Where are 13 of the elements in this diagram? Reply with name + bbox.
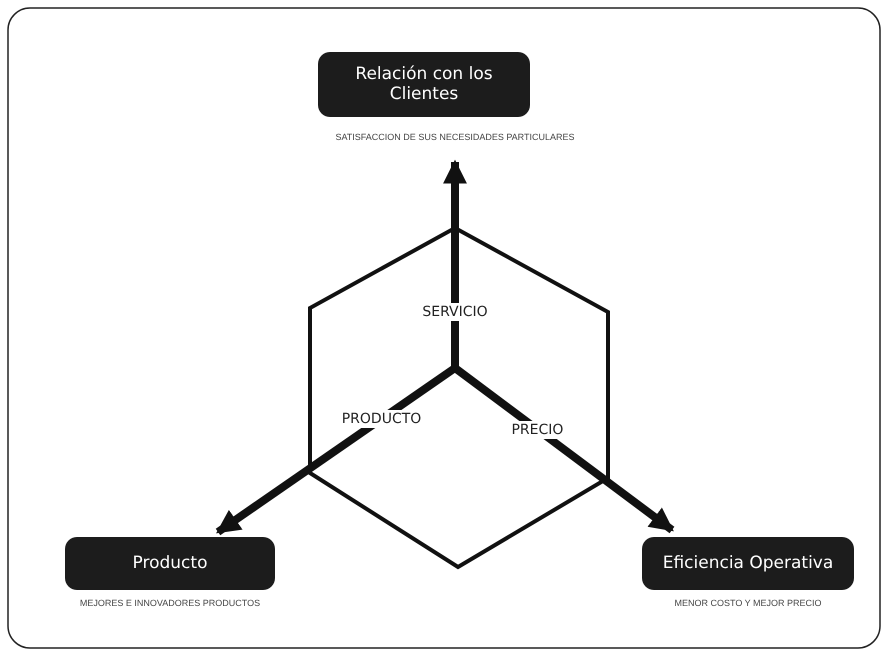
arrow [452,364,674,534]
edge-label: SERVICIO [420,303,490,322]
box-caption: SATISFACCION DE SUS NECESIDADES PARTICULARES [335,132,575,143]
arrow [216,364,458,536]
process-box [642,537,854,590]
process-box [65,537,275,590]
box-caption: MENOR COSTO Y MEJOR PRECIO [673,598,823,609]
box-title: Eficiencia Operativa [662,554,834,574]
arrow [443,160,467,368]
box-title: Producto [132,554,208,574]
process-box [318,52,530,117]
box-caption: MEJORES E INNOVADORES PRODUCTOS [78,598,262,609]
box-title: Relación con los Clientes [354,64,494,104]
